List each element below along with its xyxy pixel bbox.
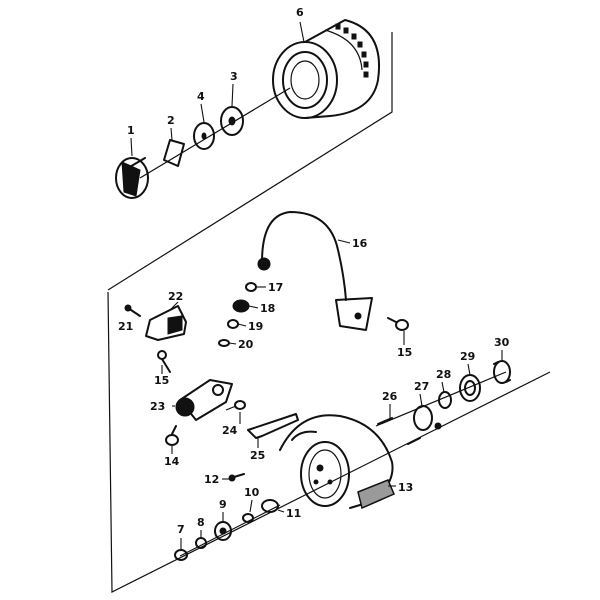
spring-part-24 [225, 400, 246, 411]
label-part-3: 3 [230, 70, 238, 83]
label-part-25: 25 [250, 449, 265, 462]
label-part-28: 28 [436, 368, 451, 381]
arm-lever-part-23 [175, 379, 233, 421]
label-part-6: 6 [296, 6, 304, 19]
spool-axis-line [139, 87, 291, 179]
washer-part-7 [174, 549, 188, 561]
part-18-roller [232, 299, 250, 313]
label-part-15-left: 15 [154, 374, 169, 387]
pin-part-15-left [157, 350, 171, 373]
washer-part-3 [220, 106, 244, 136]
label-part-13: 13 [398, 481, 413, 494]
rotor-axis-line [375, 371, 507, 427]
bail-arm-part-22 [124, 304, 187, 341]
label-part-18: 18 [260, 302, 275, 315]
drag-knob-part-1 [115, 157, 149, 199]
label-part-14: 14 [164, 455, 180, 468]
part-19-washer [227, 319, 239, 329]
part-17-ring [245, 282, 257, 292]
part-labels: 6 3 4 2 1 16 17 18 19 20 22 21 15 15 23 … [118, 6, 510, 536]
label-part-2: 2 [167, 114, 175, 127]
label-part-29: 29 [460, 350, 475, 363]
frame-lines [107, 32, 551, 593]
bushing-part-30 [493, 360, 511, 384]
label-part-21: 21 [118, 320, 133, 333]
label-part-26: 26 [382, 390, 398, 403]
label-part-12: 11 [286, 507, 301, 520]
label-part-11: 12 [204, 473, 219, 486]
label-part-4: 4 [197, 90, 205, 103]
spool-part [272, 19, 380, 119]
label-part-27: 27 [414, 380, 429, 393]
disc-part-4 [193, 122, 215, 150]
ring-part-27 [413, 405, 442, 431]
label-part-7: 7 [177, 523, 185, 536]
label-part-17: 17 [268, 281, 283, 294]
label-part-8: 8 [197, 516, 205, 529]
clip-part-2 [163, 139, 185, 167]
plate-part-25 [247, 413, 299, 439]
bearing-part-29 [459, 374, 481, 402]
bail-wire-part-16 [257, 211, 373, 331]
nut-part-12 [261, 499, 279, 513]
screw-part-15-right [387, 317, 409, 331]
label-part-24: 24 [222, 424, 238, 437]
label-part-1: 1 [127, 124, 135, 137]
label-part-15-right: 15 [397, 346, 412, 359]
label-part-19: 19 [248, 320, 263, 333]
leader-lines [130, 21, 503, 549]
rotor-part-13 [279, 414, 395, 510]
washer-part-10 [242, 513, 254, 523]
label-part-10: 10 [244, 486, 260, 499]
label-part-20: 20 [238, 338, 254, 351]
label-part-30: 30 [494, 336, 510, 349]
label-part-23: 23 [150, 400, 165, 413]
screw-part-14 [165, 425, 179, 446]
label-part-16: 16 [352, 237, 368, 250]
label-part-22: 22 [168, 290, 183, 303]
label-part-9: 9 [219, 498, 227, 511]
washer-part-28 [438, 391, 452, 409]
gear-part-9 [214, 521, 232, 541]
screw-part-11 [228, 473, 245, 482]
part-20-washer [218, 339, 230, 347]
